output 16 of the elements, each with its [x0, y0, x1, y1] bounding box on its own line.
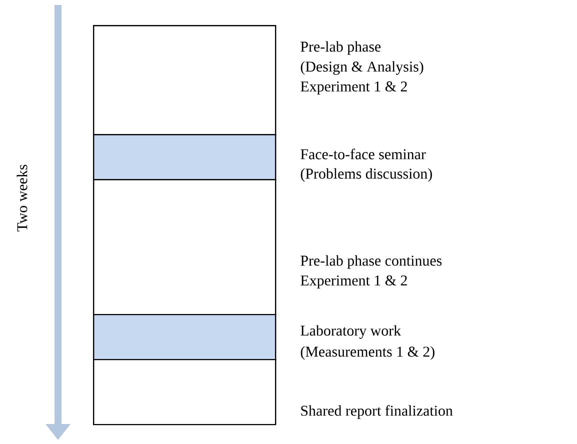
- phase-description: Face-to-face seminar: [300, 148, 426, 160]
- phase-description: Pre-lab phase continues: [300, 255, 442, 269]
- phase-description: Experiment 1 & 2: [300, 275, 407, 289]
- phase-description: Shared report finalization: [301, 405, 453, 419]
- phase-box: [93, 358, 276, 426]
- phase-description: (Design & Analysis): [300, 61, 424, 75]
- duration-label: Two weeks: [16, 164, 28, 232]
- phase-box: [93, 25, 276, 136]
- phase-description: (Measurements 1 & 2): [300, 346, 434, 360]
- phase-description: (Problems discussion): [300, 168, 432, 182]
- phase-description: Laboratory work: [300, 325, 402, 339]
- phase-box: [93, 179, 276, 316]
- phase-band: [93, 314, 276, 360]
- phase-band: [93, 134, 276, 180]
- phase-description: Experiment 1 & 2: [300, 81, 407, 95]
- phase-description: Pre-lab phase: [300, 41, 381, 55]
